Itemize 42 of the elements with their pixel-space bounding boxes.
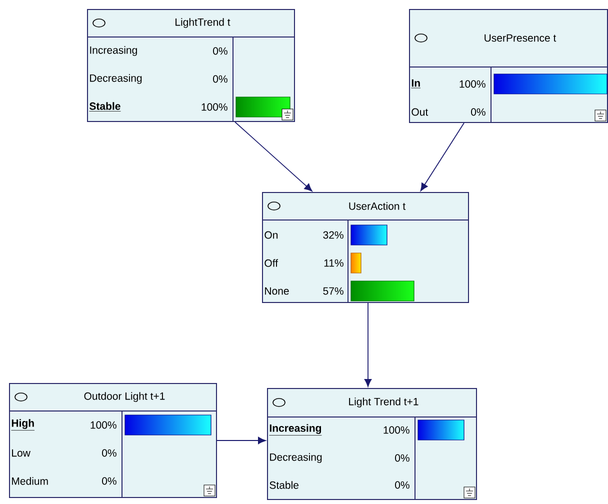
node-title: UserAction t <box>349 202 406 210</box>
state-label: High <box>11 419 35 431</box>
probability-node <box>266 388 477 500</box>
state-label: Medium <box>12 477 48 485</box>
probability-value: 0% <box>213 47 228 55</box>
probability-node <box>262 192 469 303</box>
probability-value: 11% <box>324 259 344 267</box>
probability-value: 0% <box>471 108 486 116</box>
state-label: Out <box>412 108 428 116</box>
arrow <box>420 122 464 192</box>
probability-value: 100% <box>202 103 228 111</box>
node-title: Light Trend t+1 <box>349 398 418 408</box>
state-label: Low <box>12 449 30 457</box>
probability-node <box>8 383 217 498</box>
arrow <box>364 302 372 387</box>
probability-value: 100% <box>384 426 410 434</box>
state-label: Decreasing <box>270 453 322 463</box>
probability-value: 0% <box>213 75 228 83</box>
node-title: Outdoor Light t+1 <box>84 392 165 402</box>
state-label: Off <box>264 259 278 267</box>
arrow <box>234 122 312 192</box>
state-label: In <box>411 79 421 88</box>
state-label: Stable <box>89 102 121 112</box>
state-label: Decreasing <box>90 74 142 84</box>
probability-value: 0% <box>102 477 116 485</box>
state-label: On <box>264 231 278 239</box>
state-label: None <box>265 287 289 295</box>
arrow <box>216 436 266 444</box>
state-label: Stable <box>270 481 298 489</box>
probability-value: 100% <box>460 80 486 88</box>
state-label: Increasing <box>90 46 137 56</box>
node-title: LightTrend t <box>176 18 230 28</box>
state-label: Increasing <box>269 424 322 436</box>
probability-value: 100% <box>90 421 116 429</box>
probability-value: 0% <box>102 449 116 457</box>
probability-value: 0% <box>395 454 410 462</box>
probability-value: 57% <box>323 287 344 295</box>
probability-value: 0% <box>395 481 410 489</box>
node-title: UserPresence t <box>484 34 556 42</box>
probability-node <box>408 9 608 123</box>
probability-value: 32% <box>323 231 344 239</box>
probability-node <box>86 9 295 122</box>
